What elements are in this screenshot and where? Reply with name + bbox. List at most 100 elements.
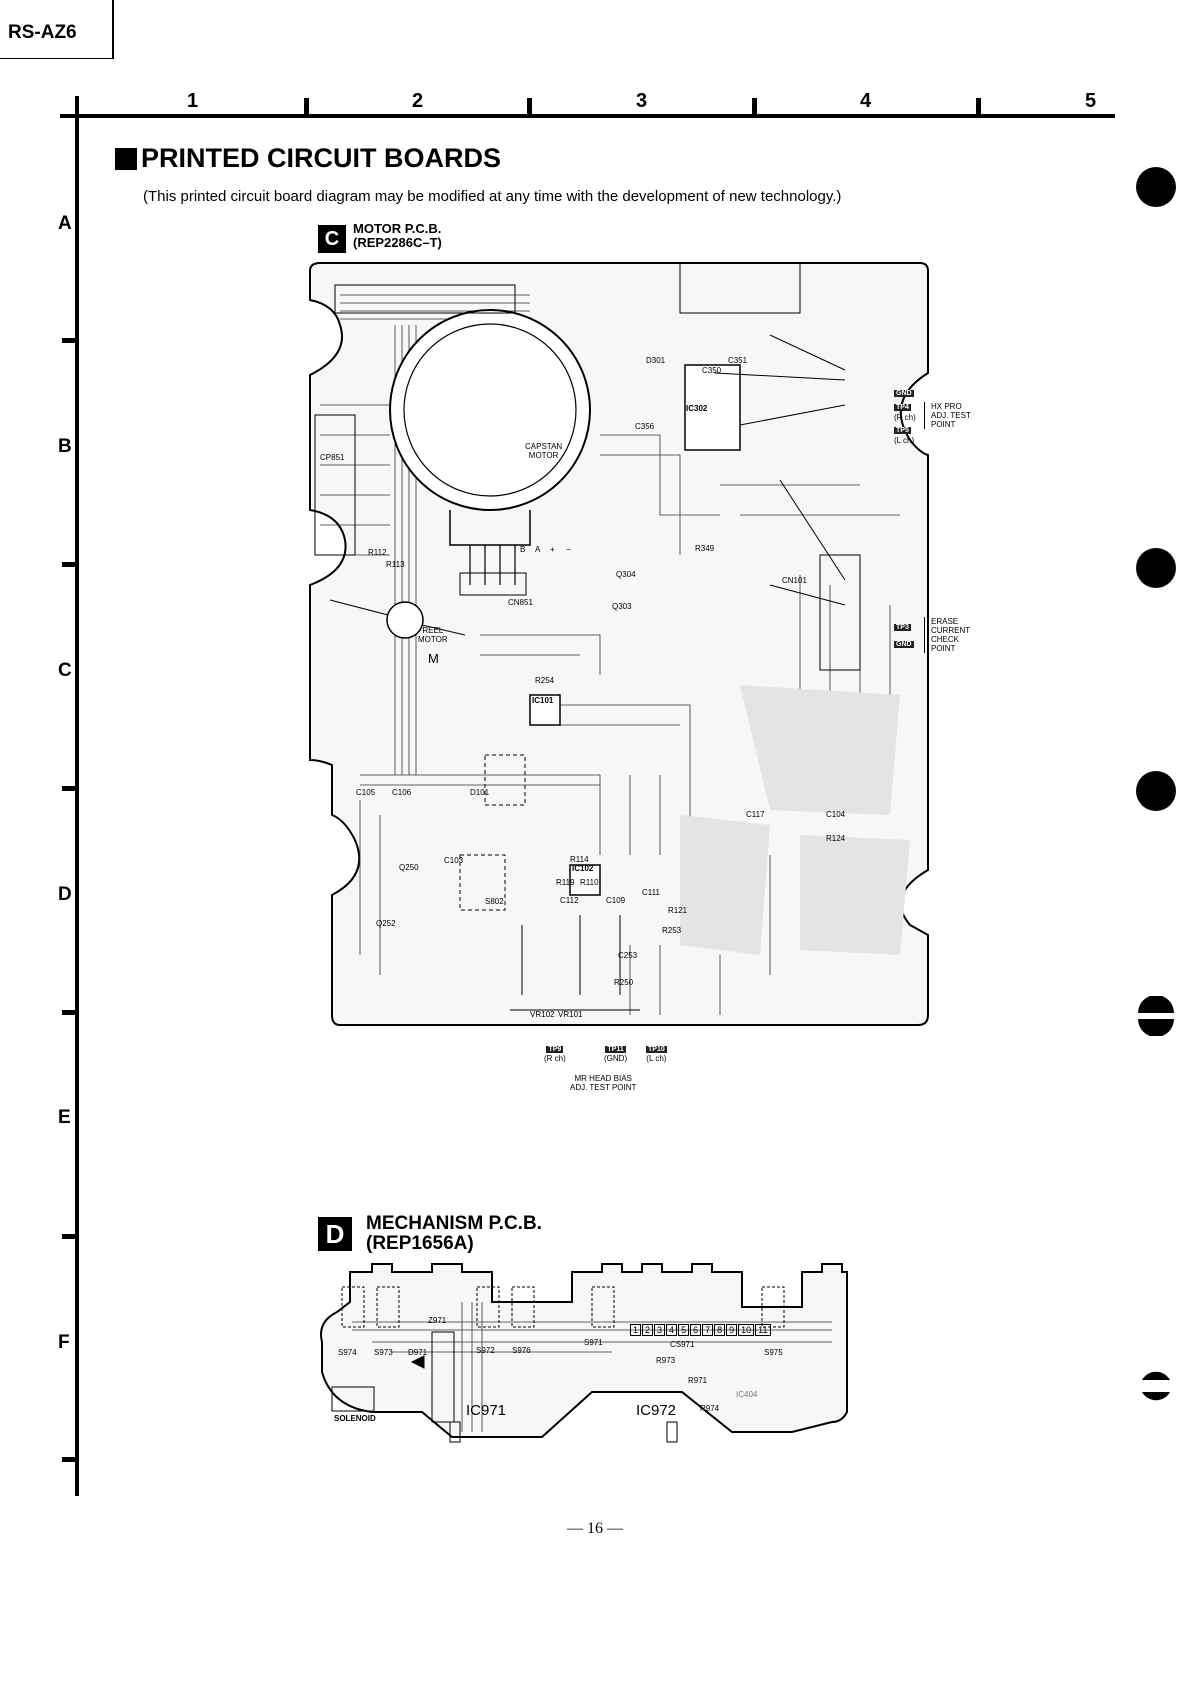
ic302-label: IC302 <box>686 404 708 413</box>
board-badge-c: C <box>318 225 346 253</box>
pin-a-label: A <box>535 545 541 554</box>
r121-label: R121 <box>668 906 688 915</box>
binder-hole <box>1136 167 1176 207</box>
mechanism-pcb-title: MECHANISM P.C.B. (REP1656A) <box>366 1214 542 1254</box>
hx-pro-label: HX PRO ADJ. TEST POINT <box>924 402 971 429</box>
connector-pin: 1 <box>630 1324 642 1336</box>
r971-label: R971 <box>688 1376 708 1385</box>
column-label-4: 4 <box>860 90 872 112</box>
mr-head-leader <box>521 915 621 995</box>
model-box <box>0 0 114 59</box>
connector-pin: 6 <box>690 1324 702 1336</box>
c105-label: C105 <box>356 788 376 797</box>
ic302-outline <box>684 364 741 451</box>
binder-hole-half <box>1138 996 1174 1036</box>
row-label-b: B <box>58 436 72 457</box>
r110-label: R110 <box>580 878 599 887</box>
row-tick <box>62 562 78 567</box>
model-number: RS-AZ6 <box>8 22 77 43</box>
switch-open-det <box>484 754 526 806</box>
erase-test-points: TP3 GND <box>894 618 914 652</box>
hx-pro-test-points: GND TP4 (R ch) TP5 (L ch) <box>894 385 916 445</box>
tp4: TP4 <box>894 404 911 411</box>
tp9-block: TP9 (R ch) <box>544 1042 566 1063</box>
ic102-outline <box>569 864 601 896</box>
tp5: TP5 <box>894 427 911 434</box>
tp9-note: (R ch) <box>544 1054 566 1063</box>
binder-hole <box>1136 548 1176 588</box>
tp-gnd-erase: GND <box>894 641 914 648</box>
ic404-label: IC404 <box>736 1390 758 1399</box>
z971-outline <box>431 1331 455 1423</box>
tp9: TP9 <box>546 1046 564 1053</box>
d971-label: D971 <box>408 1348 428 1357</box>
motor-pcb-name: MOTOR P.C.B. <box>353 221 442 236</box>
column-tick <box>304 98 309 116</box>
c253-label: C253 <box>618 951 638 960</box>
mechanism-pcb-diagram <box>320 1263 848 1443</box>
r112-label: R112 <box>368 548 387 557</box>
c350-label: C350 <box>702 366 722 375</box>
motor-symbol: M <box>428 651 439 666</box>
mechanism-pcb-name: MECHANISM P.C.B. <box>366 1213 542 1234</box>
tp11-note: (GND) <box>604 1054 628 1063</box>
diode-d971 <box>410 1355 425 1369</box>
z971-label: Z971 <box>428 1316 447 1325</box>
c111-label: C111 <box>642 888 660 897</box>
tp-gnd-hx: GND <box>894 390 914 397</box>
s972-label: S972 <box>476 1346 495 1355</box>
s802-label: S802 <box>485 897 504 906</box>
cn101-outline <box>819 554 861 671</box>
switch-outlines <box>341 1286 785 1328</box>
row-tick <box>62 338 78 343</box>
erase-leader <box>769 479 846 606</box>
s974-label: S974 <box>338 1348 357 1357</box>
tp5-note: (L ch) <box>894 436 915 445</box>
q250-label: Q250 <box>399 863 419 872</box>
pin-b-label: B <box>520 545 526 554</box>
s973-label: S973 <box>374 1348 393 1357</box>
page-number: — 16 — <box>567 1520 623 1537</box>
row-tick <box>62 1010 78 1015</box>
s976-label: S976 <box>512 1346 531 1355</box>
erase-label: ERASE CURRENT CHECK POINT <box>924 617 970 653</box>
top-ruler <box>60 114 1115 118</box>
mr-head-label: MR HEAD BIAS ADJ. TEST POINT <box>570 1074 637 1092</box>
r349-label: R349 <box>695 544 715 553</box>
vr102-label: VR102 <box>530 1010 555 1019</box>
c103-label: C103 <box>444 856 464 865</box>
reel-motor-label: REEL MOTOR <box>418 626 448 644</box>
column-tick <box>976 98 981 116</box>
row-label-d: D <box>58 884 72 905</box>
cn-top-right <box>679 262 801 314</box>
mechanism-pcb-outline <box>320 1263 848 1438</box>
ic971-label: IC971 <box>466 1402 507 1419</box>
tp11: TP11 <box>605 1046 626 1053</box>
r250-label: R250 <box>614 978 634 987</box>
binder-hole-half <box>1142 1371 1170 1401</box>
solenoid-label: SOLENOID <box>334 1414 376 1423</box>
cn101-label: CN101 <box>782 576 807 585</box>
connector-pin: 3 <box>654 1324 666 1336</box>
column-label-3: 3 <box>636 90 648 112</box>
r973-label: R973 <box>656 1356 676 1365</box>
q303-label: Q303 <box>612 602 632 611</box>
r254-label: R254 <box>535 676 555 685</box>
d301-label: D301 <box>646 356 666 365</box>
title-bullet <box>115 147 137 170</box>
cn851-label: CN851 <box>508 598 533 607</box>
c109-label: C109 <box>606 896 626 905</box>
vr101-label: VR101 <box>558 1010 583 1019</box>
column-tick <box>752 98 757 116</box>
ic972-label: IC972 <box>636 1402 677 1419</box>
connector-pin: 9 <box>726 1324 738 1336</box>
row-tick <box>62 1457 78 1462</box>
d101-label: D101 <box>470 788 490 797</box>
section-title-text: PRINTED CIRCUIT BOARDS <box>141 143 502 173</box>
capstan-motor-label: CAPSTAN MOTOR <box>525 442 563 460</box>
r253-label: R253 <box>662 926 682 935</box>
c356-label: C356 <box>635 422 655 431</box>
connector-pin: 8 <box>714 1324 726 1336</box>
column-label-2: 2 <box>412 90 424 112</box>
hx-pro-leader <box>714 334 846 426</box>
